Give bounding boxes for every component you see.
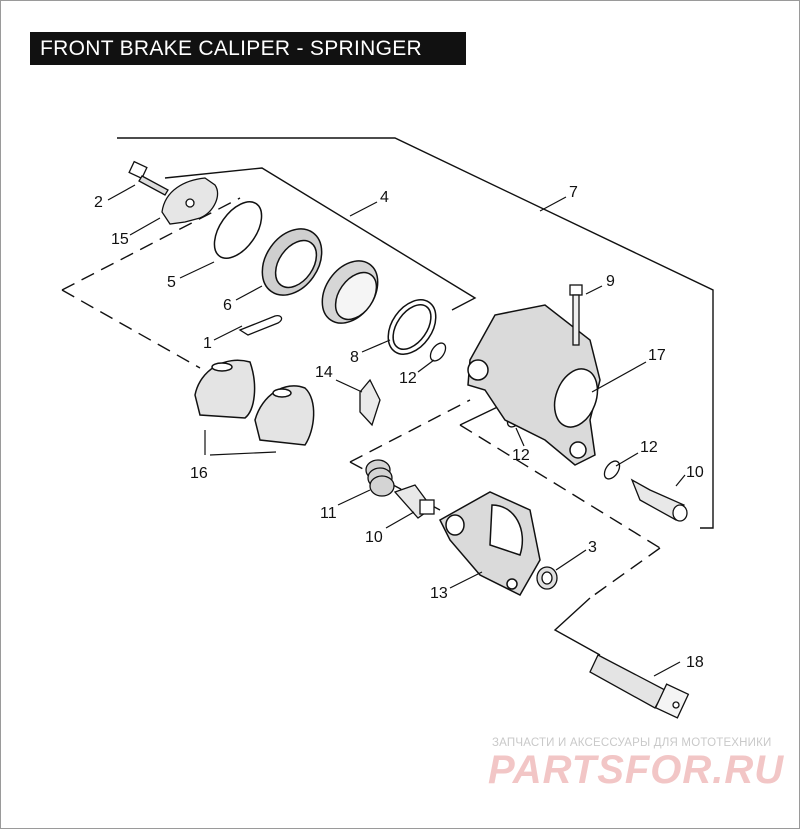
callout-10-right: 10 [686,464,704,481]
bracket-4 [164,167,477,311]
callout-4: 4 [380,189,389,206]
part-6-seal [261,228,323,296]
callout-13: 13 [430,585,448,602]
callout-18: 18 [686,654,704,671]
part-16-pads [194,359,315,446]
part-1-clip [238,314,283,336]
part-11-boot [365,459,395,497]
callout-2: 2 [94,194,103,211]
alignment-line-bottom [589,547,661,599]
callout-12-c: 12 [640,439,658,456]
callout-12-b: 12 [512,447,530,464]
callout-11: 11 [320,505,337,522]
callout-17: 17 [648,347,666,364]
callout-9: 9 [606,273,615,290]
bracket-7 [117,137,714,529]
alignment-line-mid [349,399,471,463]
callout-5: 5 [167,274,176,291]
callout-12-a: 12 [399,370,417,387]
part-17-caliper-body [467,304,601,466]
callout-6: 6 [223,297,232,314]
alignment-line-right2 [459,424,661,549]
callout-1: 1 [203,335,212,352]
callout-7: 7 [569,184,578,201]
part-18-axle-bolt [589,654,690,719]
part-5-ring [213,201,263,259]
alignment-line-pads [61,197,241,291]
callout-10-left: 10 [365,529,383,546]
part-10-pin-left [393,484,435,519]
alignment-line-pin [349,461,441,511]
callout-16: 16 [190,465,208,482]
callout-8: 8 [350,349,359,366]
part-4-piston [321,260,379,324]
callout-3: 3 [588,539,597,556]
part-15-plate [161,177,219,225]
alignment-line-18 [553,597,601,656]
part-12-oring-a [429,342,447,362]
watermark-logo: PARTSFOR.RU [488,748,785,792]
diagram-title: FRONT BRAKE CALIPER - SPRINGER [30,32,466,65]
callout-14: 14 [315,364,333,381]
part-8-ring [387,299,437,355]
part-2-bolt [128,160,169,196]
part-3-washer [536,566,558,590]
part-12-oring-c [603,460,621,480]
part-9-bleeder [569,284,583,346]
alignment-line-left [61,289,201,369]
part-14-spring [359,378,381,427]
part-13-bracket [439,491,541,596]
callout-15: 15 [111,231,129,248]
watermark-tagline: ЗАПЧАСТИ И АКСЕССУАРЫ ДЛЯ МОТОТЕХНИКИ [492,737,772,749]
part-10-pin-right [630,478,688,522]
